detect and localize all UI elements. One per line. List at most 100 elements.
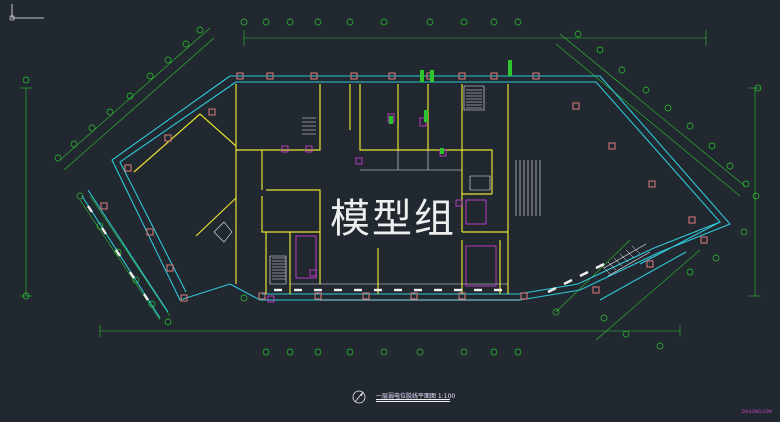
stairs [272, 89, 641, 280]
column [700, 236, 708, 244]
grid-bubble [146, 72, 154, 80]
corridor-dash [595, 262, 605, 270]
grid-bubble [164, 318, 172, 326]
grid-bubble [196, 26, 204, 34]
columns [100, 72, 708, 302]
grid-bubble [622, 330, 630, 338]
stair-step [613, 257, 623, 267]
corridor-markers [87, 205, 605, 301]
grid-bubble [686, 122, 694, 130]
corner-text: ZHULONG.COM [741, 409, 772, 414]
grid-bubble [740, 228, 748, 236]
column [310, 72, 318, 80]
corridor-dash [547, 286, 557, 294]
column [100, 202, 108, 210]
dimension-lines [20, 27, 761, 341]
interior-walls [133, 84, 509, 294]
grid-bubble [754, 84, 762, 92]
column [124, 164, 132, 172]
grid-bubble [132, 276, 140, 284]
column [164, 134, 172, 142]
column [266, 72, 274, 80]
grid-bubble [164, 56, 172, 64]
grid-bubble [126, 92, 134, 100]
grid-bubble [240, 294, 248, 302]
grid-bubble [22, 76, 30, 84]
grid-bubbles [22, 18, 762, 356]
north-arrow-icon [352, 390, 366, 404]
corridor-dash [101, 227, 107, 235]
grid-bubble [574, 30, 582, 38]
title-underline [376, 399, 450, 400]
column [520, 292, 528, 300]
column [236, 72, 244, 80]
grid-bubble [490, 348, 498, 356]
corridor-dash [129, 271, 135, 279]
grid-bubble [54, 154, 62, 162]
grid-bubble [708, 142, 716, 150]
corridor-dash [563, 278, 573, 286]
column [314, 292, 322, 300]
grid-bubble [416, 348, 424, 356]
column [410, 292, 418, 300]
column [648, 180, 656, 188]
grid-bubble [752, 192, 760, 200]
grid-bubble [240, 18, 248, 26]
grid-bubble [88, 124, 96, 132]
title-underline-2 [376, 401, 450, 402]
grid-bubble [460, 18, 468, 26]
grid-bubble [346, 348, 354, 356]
column [166, 264, 174, 272]
watermark-text: 模型组 [330, 196, 456, 242]
grid-bubble [600, 314, 608, 322]
grid-bubble [380, 18, 388, 26]
equipment-marks [389, 60, 512, 154]
grid-bubble [426, 18, 434, 26]
grid-bubble [148, 300, 156, 308]
column [362, 292, 370, 300]
grid-bubble [182, 40, 190, 48]
stair-step [625, 249, 635, 259]
stair-step [607, 261, 617, 271]
column [572, 102, 580, 110]
grid-bubble [618, 66, 626, 74]
grid-bubble [380, 348, 388, 356]
grid-bubble [286, 18, 294, 26]
corridor-dash [579, 270, 589, 278]
column [350, 72, 358, 80]
grid-bubble [490, 18, 498, 26]
stair-step [631, 245, 641, 255]
column [458, 292, 466, 300]
grid-bubble [106, 108, 114, 116]
grid-bubble [642, 86, 650, 94]
grid-bubble [712, 254, 720, 262]
column [532, 72, 540, 80]
grid-bubble [314, 18, 322, 26]
grid-bubble [742, 180, 750, 188]
column [688, 216, 696, 224]
grid-bubble [314, 348, 322, 356]
grid-bubble [262, 348, 270, 356]
column [490, 72, 498, 80]
grid-bubble [286, 348, 294, 356]
grid-bubble [460, 348, 468, 356]
grid-bubble [596, 46, 604, 54]
grid-bubble [96, 222, 104, 230]
grid-bubble [686, 268, 694, 276]
column [388, 72, 396, 80]
grid-bubble [664, 104, 672, 112]
grid-bubble [346, 18, 354, 26]
stair-step [619, 253, 629, 263]
grid-bubble [656, 342, 664, 350]
partitions [213, 85, 651, 301]
grid-bubble [22, 292, 30, 300]
corridor-dash [115, 249, 121, 257]
column [646, 260, 654, 268]
grid-bubble [552, 308, 560, 316]
grid-bubble [514, 18, 522, 26]
column [608, 142, 616, 150]
grid-bubble [70, 140, 78, 148]
column [146, 228, 154, 236]
